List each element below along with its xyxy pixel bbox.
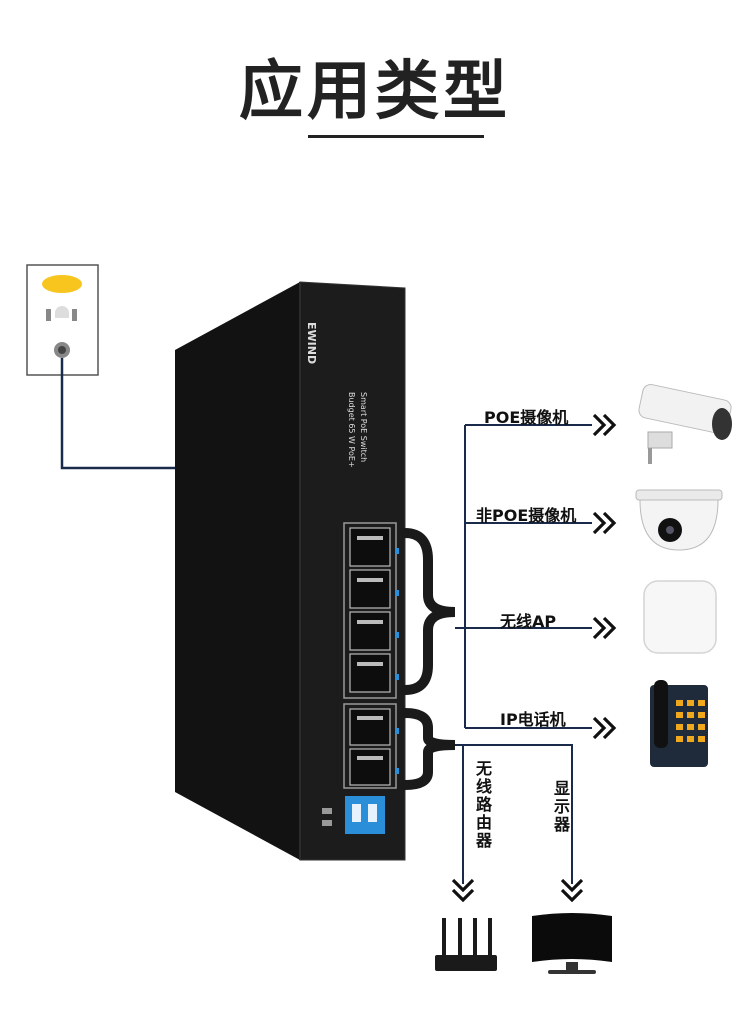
label-non-poe-camera: 非POE摄像机 xyxy=(476,506,577,525)
poe-switch xyxy=(175,281,406,861)
title-underline xyxy=(308,135,484,138)
label-poe-camera: POE摄像机 xyxy=(484,408,569,427)
page-title: 应用类型 xyxy=(239,55,511,129)
bullet-camera-icon xyxy=(638,384,732,464)
dome-camera-icon xyxy=(635,489,723,551)
label-monitor: 显示器 xyxy=(551,780,570,834)
label-ip-phone: IP电话机 xyxy=(500,710,566,729)
label-router: 无线路由器 xyxy=(473,760,492,850)
router-icon xyxy=(435,918,497,971)
switch-model-line2: Budget 65 W PoE+ xyxy=(347,392,356,468)
monitor-icon xyxy=(532,913,612,974)
ip-phone-icon xyxy=(650,680,708,767)
switch-model-line1: Smart PoE Switch xyxy=(359,392,368,463)
wireless-ap-icon xyxy=(643,580,717,654)
label-wireless-ap: 无线AP xyxy=(500,612,557,631)
wall-outlet-icon xyxy=(26,264,99,376)
switch-brand: EWIND xyxy=(305,322,318,365)
